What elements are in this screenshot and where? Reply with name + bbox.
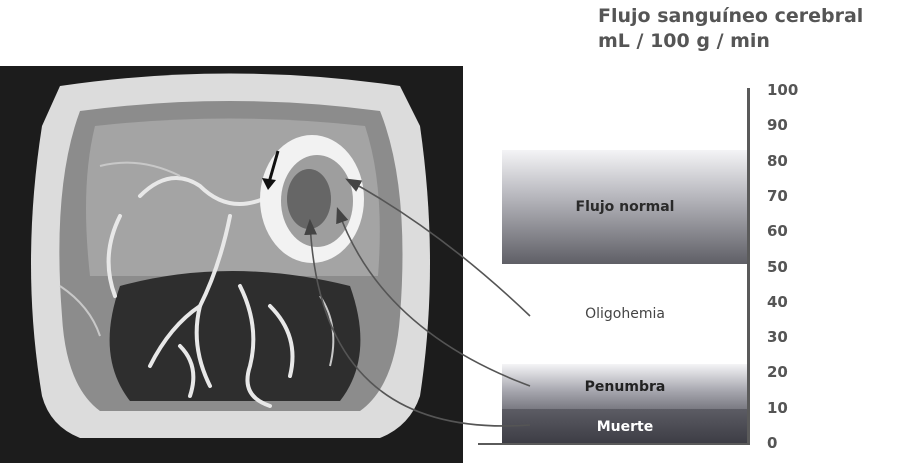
title-line-2: mL / 100 g / min <box>598 29 863 54</box>
scale-tick-label: 100 <box>767 80 807 100</box>
band-label-penumbra: Penumbra <box>585 379 666 395</box>
scale-tick-label: 90 <box>767 115 807 135</box>
scale-tick-label: 0 <box>767 433 807 453</box>
band-flujo-normal: Flujo normal <box>502 150 748 264</box>
band-muerte: Muerte <box>502 409 748 444</box>
band-label-muerte: Muerte <box>597 419 654 435</box>
band-penumbra: Penumbra <box>502 364 748 409</box>
band-label-normal: Flujo normal <box>576 199 675 215</box>
scale-tick-label: 20 <box>767 362 807 382</box>
title-line-1: Flujo sanguíneo cerebral <box>598 4 863 29</box>
scale-tick-label: 50 <box>767 257 807 277</box>
scale-tick-label: 70 <box>767 186 807 206</box>
band-oligohemia: Oligohemia <box>502 264 748 364</box>
scale-tick-label: 10 <box>767 398 807 418</box>
brain-scan-icon <box>0 66 463 463</box>
brain-scan-image <box>0 66 463 463</box>
chart-title: Flujo sanguíneo cerebral mL / 100 g / mi… <box>598 4 863 54</box>
scale-base-line <box>478 443 750 445</box>
scale-tick-label: 60 <box>767 221 807 241</box>
band-label-oligohemia: Oligohemia <box>585 306 665 322</box>
scale-tick-label: 80 <box>767 151 807 171</box>
scale-axis-line <box>747 88 750 444</box>
scale-tick-label: 30 <box>767 327 807 347</box>
scale-tick-label: 40 <box>767 292 807 312</box>
